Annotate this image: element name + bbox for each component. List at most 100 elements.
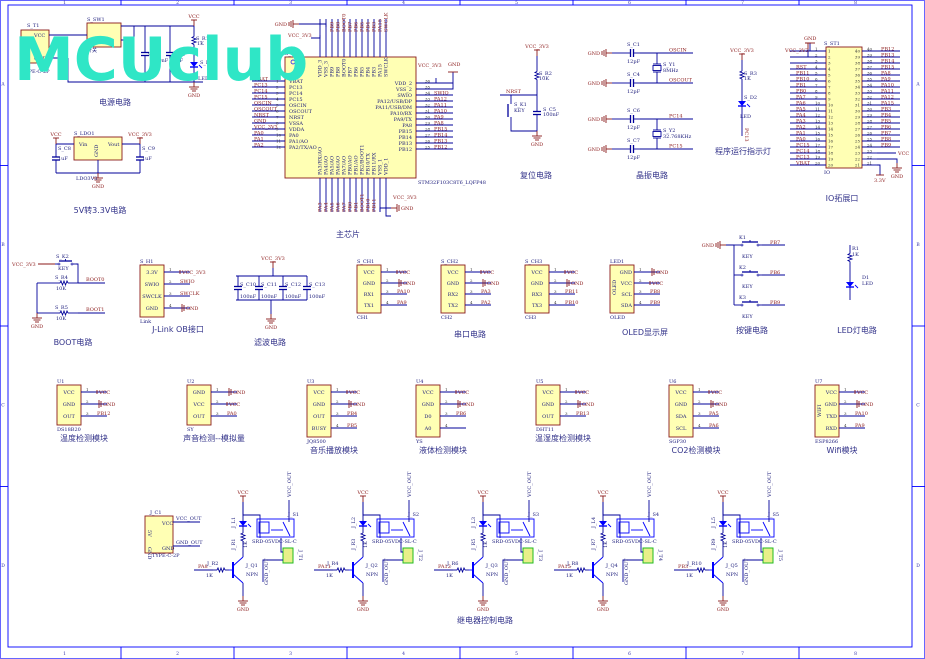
net-label: 3.3V bbox=[874, 178, 886, 184]
power-label: VCC_3V3 bbox=[260, 256, 285, 262]
relay-coil-icon bbox=[258, 521, 270, 534]
designator: J_T5 bbox=[777, 549, 783, 561]
mcu-pin-label: VDD_2 bbox=[394, 81, 412, 87]
pin-number: 4 bbox=[844, 423, 847, 428]
relay-icon bbox=[616, 518, 655, 538]
column-marker: 2 bbox=[176, 651, 179, 657]
pushbutton-icon bbox=[70, 262, 74, 266]
net-label: SWIO bbox=[180, 279, 195, 285]
net-label: VCC_OUT bbox=[647, 471, 653, 498]
net-label: OSCIN bbox=[669, 48, 687, 54]
designator: J_S3 bbox=[527, 512, 539, 518]
npn-transistor-icon bbox=[712, 573, 724, 584]
pin-number: 2 bbox=[216, 399, 219, 404]
pin-number: 2 bbox=[470, 278, 473, 283]
usb-connector-body bbox=[20, 29, 50, 64]
module-pin-label: VCC bbox=[446, 270, 458, 276]
mcu-body bbox=[284, 56, 417, 179]
gnd-label: GND bbox=[401, 206, 413, 212]
wire bbox=[640, 538, 643, 553]
pin-number: 27 bbox=[425, 133, 431, 138]
part-name: NPN bbox=[246, 572, 259, 578]
pin-number: 32 bbox=[855, 97, 861, 102]
part-name: SRD-05VDC-SL-C bbox=[252, 539, 297, 545]
pin-number: 3 bbox=[336, 411, 339, 416]
net-label: PB3 bbox=[372, 22, 378, 32]
wire bbox=[280, 538, 283, 553]
section-title: BOOT电路 bbox=[54, 337, 93, 347]
pin-number: 6 bbox=[276, 109, 279, 114]
pin-number: 27 bbox=[867, 125, 873, 130]
io-net-label: PB5 bbox=[881, 119, 891, 125]
module-pin-label: RX3 bbox=[532, 292, 543, 298]
pin-number: 3 bbox=[554, 289, 557, 294]
npn-transistor-icon bbox=[592, 573, 604, 584]
wire bbox=[426, 72, 454, 90]
pin-number: 3 bbox=[698, 411, 701, 416]
designator: J_S4 bbox=[647, 512, 659, 518]
gnd-label: GND bbox=[588, 117, 600, 123]
module-pin-label: RX2 bbox=[448, 292, 459, 298]
designator: S_C7 bbox=[627, 138, 640, 144]
designator: S_CH3 bbox=[525, 259, 542, 265]
mcu-pin-label: PC15 bbox=[289, 97, 303, 103]
pin-number: 3 bbox=[445, 411, 448, 416]
module-pin-label: RX1 bbox=[364, 292, 375, 298]
value: 8MHz bbox=[663, 68, 679, 74]
designator: S_T1 bbox=[27, 23, 39, 29]
module-pin-label: A0 bbox=[424, 426, 432, 432]
net-label: VCC_3V3 bbox=[11, 262, 36, 268]
designator: S_C3 bbox=[172, 52, 185, 58]
pin-number: 31 bbox=[855, 103, 860, 108]
wire bbox=[262, 559, 283, 582]
net-label: PB11 bbox=[565, 289, 578, 295]
wire bbox=[510, 117, 537, 132]
part-name: SRD-05VDC-SL-C bbox=[372, 539, 417, 545]
mcu-pin-label: VSSA bbox=[288, 121, 303, 127]
net-label: PB6 bbox=[354, 22, 360, 32]
wire bbox=[379, 207, 391, 212]
pin-number: 29 bbox=[855, 115, 861, 120]
pin-number: 15 bbox=[828, 133, 834, 138]
pin-number: 30 bbox=[867, 107, 873, 112]
io-net-label: PC15 bbox=[796, 143, 810, 149]
pin-number: 33 bbox=[855, 91, 861, 96]
section-title: 复位电路 bbox=[520, 170, 552, 180]
pin-number: 17 bbox=[828, 145, 834, 150]
designator: S_ST1 bbox=[824, 41, 840, 47]
net-label: PB1 bbox=[354, 202, 360, 212]
module-pin-label: GND bbox=[531, 281, 543, 287]
pin-number: 4 bbox=[336, 423, 339, 428]
light-arrow-icon bbox=[367, 523, 372, 528]
pin-number: 2 bbox=[698, 399, 701, 404]
pin-number: 9 bbox=[828, 97, 831, 102]
net-label: OSCOUT bbox=[254, 107, 278, 113]
io-net-label: PA10 bbox=[881, 83, 894, 89]
value: 100nF bbox=[285, 294, 302, 300]
net-label: PA7 bbox=[342, 202, 348, 212]
pin-number: 2 bbox=[815, 53, 818, 58]
relay-contact-icon bbox=[402, 521, 411, 537]
light-arrow-icon bbox=[247, 523, 252, 528]
pin-number: 28 bbox=[867, 119, 873, 124]
part-name: KEY bbox=[58, 266, 69, 272]
pin-number: 5 bbox=[815, 71, 818, 76]
designator: J_S2 bbox=[407, 512, 419, 518]
pin-number: 39 bbox=[855, 55, 861, 60]
value: 10uF bbox=[170, 58, 184, 64]
gnd-label: GND bbox=[531, 142, 543, 148]
wire bbox=[362, 502, 381, 538]
terminal-connector-icon bbox=[522, 547, 534, 564]
gnd-label: GND bbox=[588, 147, 600, 153]
mcu-pin-label: VSS_2 bbox=[395, 87, 412, 93]
net-label: PA1 bbox=[254, 137, 264, 143]
value: 1K bbox=[744, 76, 751, 82]
pin-number: 3 bbox=[815, 59, 818, 64]
net-label: BOOT0 bbox=[86, 277, 104, 283]
value: 1K bbox=[197, 41, 204, 47]
net-label: GND_OUT bbox=[504, 558, 510, 585]
pin-number: 2 bbox=[386, 278, 389, 283]
designator: J_S5 bbox=[767, 512, 779, 518]
pin-number: 1 bbox=[169, 267, 172, 272]
net-label: PB3 bbox=[678, 564, 688, 570]
